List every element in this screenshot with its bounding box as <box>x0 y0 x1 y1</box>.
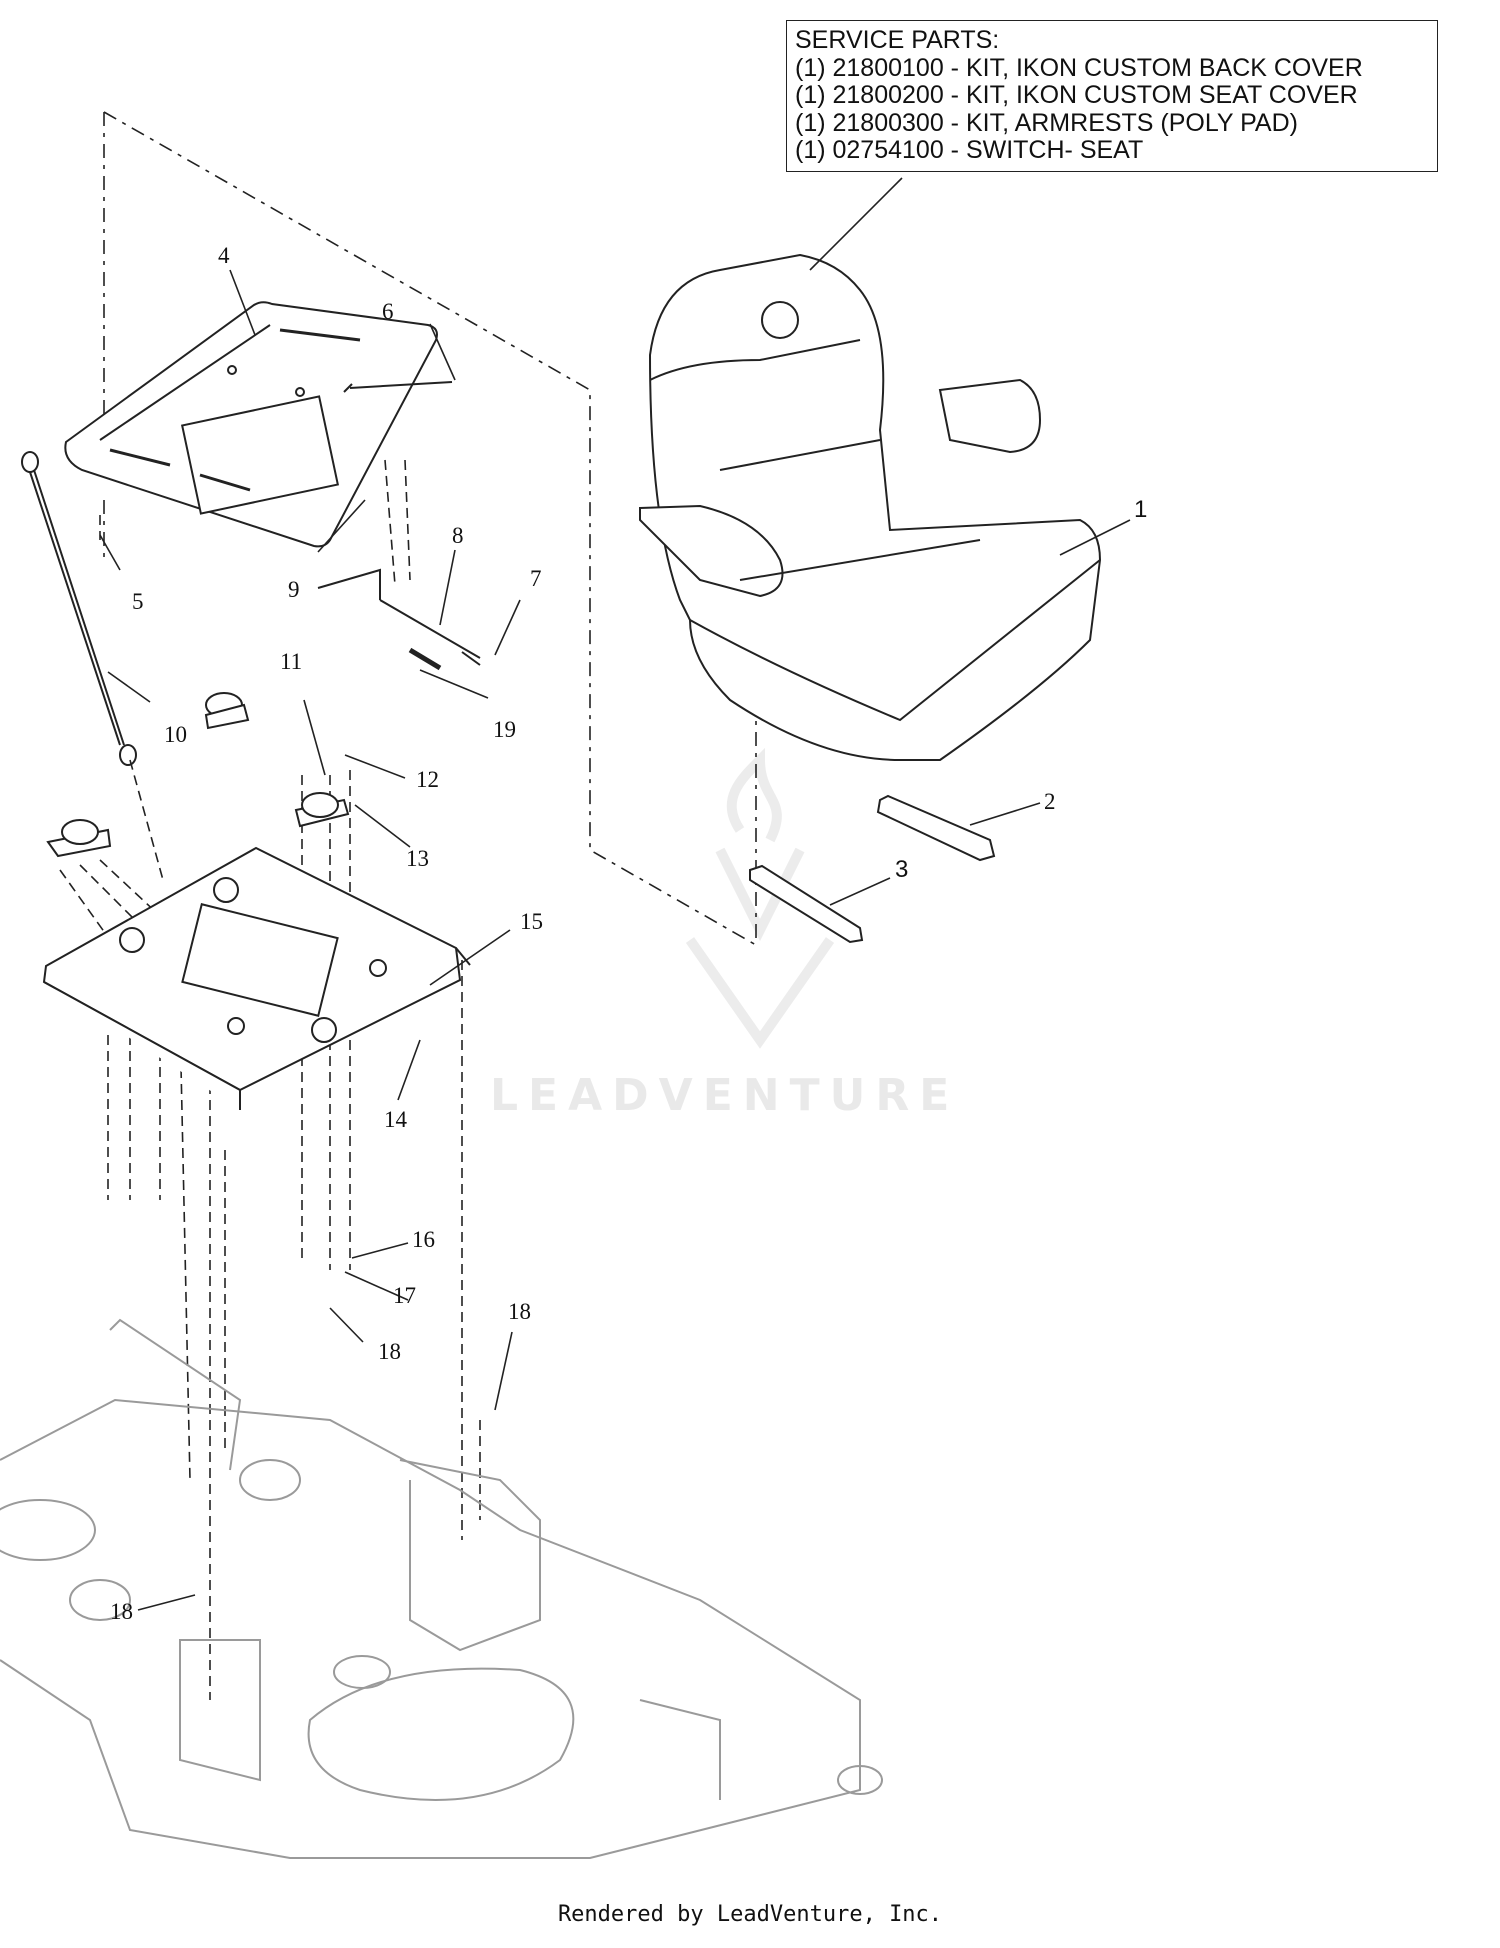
callout-2: 2 <box>1044 789 1056 814</box>
callout-11: 11 <box>280 649 303 674</box>
lower-mount-plate <box>42 846 471 1110</box>
callout-15: 15 <box>520 909 543 934</box>
service-parts-box: SERVICE PARTS: (1) 21800100 - KIT, IKON … <box>786 20 1438 172</box>
callout-8: 8 <box>452 523 464 548</box>
callout-16: 16 <box>412 1227 435 1252</box>
footer-credit: Rendered by LeadVenture, Inc. <box>557 1902 943 1927</box>
callout-3: 3 <box>895 856 909 883</box>
service-part-line: (1) 21800300 - KIT, ARMRESTS (POLY PAD) <box>795 108 1298 137</box>
callout-18: 18 <box>378 1339 401 1364</box>
callout-5: 5 <box>132 589 144 614</box>
service-parts-heading: SERVICE PARTS: <box>795 26 1000 54</box>
callout-12: 12 <box>416 767 439 792</box>
callout-6: 6 <box>382 299 394 324</box>
seat-brackets <box>749 794 996 944</box>
seat-rod <box>21 451 137 766</box>
callout-18: 18 <box>508 1299 531 1324</box>
fastener-lines <box>59 459 481 1700</box>
tractor-frame <box>0 1318 883 1859</box>
isolator-mounts <box>46 692 350 858</box>
seat-assembly <box>639 253 1102 761</box>
callout-13: 13 <box>406 846 429 871</box>
callout-1: 1 <box>1134 496 1148 523</box>
callout-17: 17 <box>393 1283 416 1308</box>
seat-pan-plate <box>64 301 438 548</box>
callout-7: 7 <box>530 566 542 591</box>
leader-lines <box>99 177 1131 1611</box>
service-part-line: (1) 21800100 - KIT, IKON CUSTOM BACK COV… <box>795 53 1363 82</box>
callout-9: 9 <box>288 577 300 602</box>
callout-19: 19 <box>493 717 516 742</box>
service-part-line: (1) 02754100 - SWITCH- SEAT <box>795 136 1144 164</box>
watermark-text: LEADVENTURE <box>490 1070 960 1121</box>
seat-adjust-linkage <box>317 381 481 671</box>
service-part-line: (1) 21800200 - KIT, IKON CUSTOM SEAT COV… <box>795 81 1358 109</box>
callout-18: 18 <box>110 1599 133 1624</box>
watermark-logo <box>685 747 835 1049</box>
assembly-lines <box>103 111 757 946</box>
callout-4: 4 <box>218 243 230 268</box>
callout-10: 10 <box>164 722 187 747</box>
callout-14: 14 <box>384 1107 407 1132</box>
